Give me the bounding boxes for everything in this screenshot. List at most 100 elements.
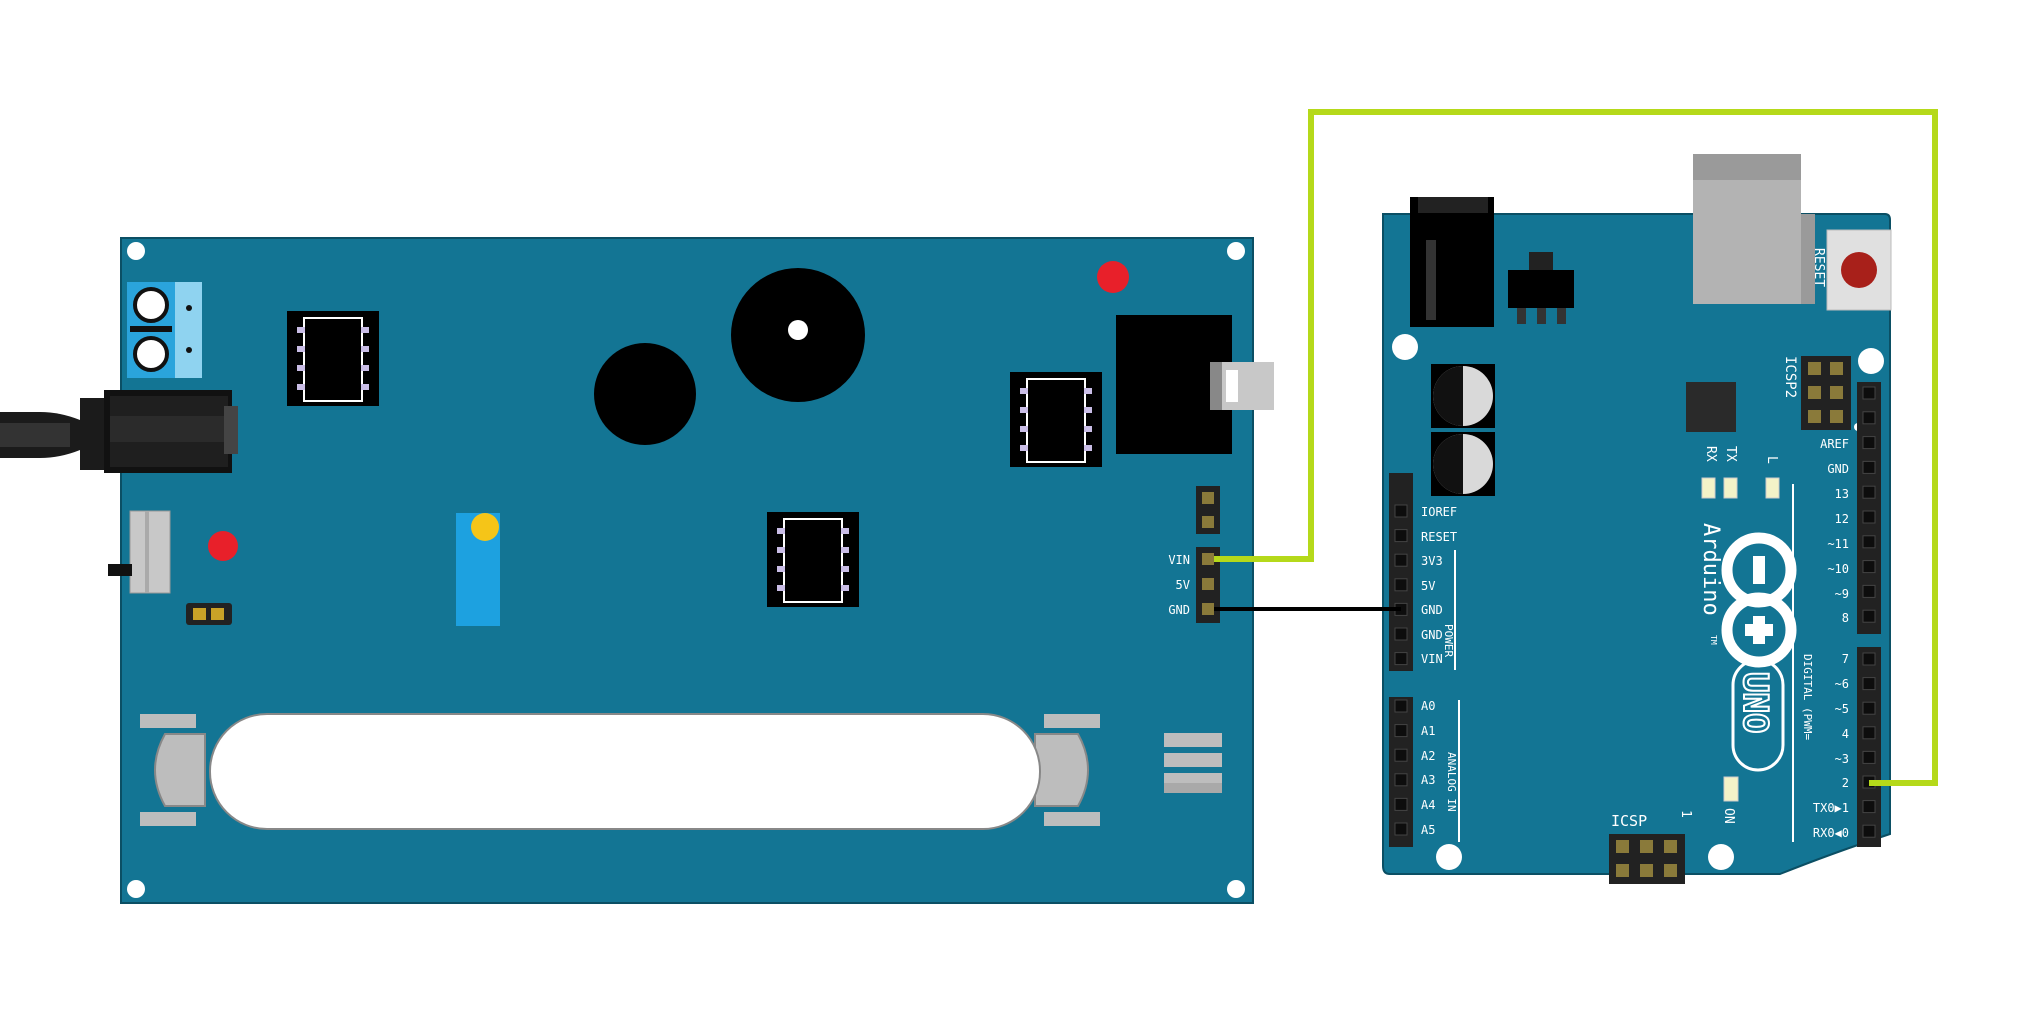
header-pin-socket <box>1394 578 1408 592</box>
digital-group-label: DIGITAL (PWM= <box>1801 654 1814 740</box>
rx-led <box>1701 477 1716 499</box>
header-pin-socket <box>1862 609 1876 623</box>
digital-pin-label: ~3 <box>1835 752 1849 766</box>
header-pin-socket <box>1394 652 1408 666</box>
arduino-analog-header: ANALOG IN <box>1389 697 1460 847</box>
red-led <box>208 531 238 561</box>
icsp2-header <box>1801 356 1851 430</box>
header-pin-socket <box>1862 460 1876 474</box>
uno-model: UNO <box>1735 672 1775 733</box>
audio-jack <box>1116 315 1274 454</box>
arduino-power-header: POWER <box>1389 473 1456 671</box>
arduino-tm: TM <box>1709 635 1718 645</box>
icsp2-label: ICSP2 <box>1782 356 1798 398</box>
header-pin-socket <box>1394 699 1408 713</box>
mounting-hole <box>1858 348 1884 374</box>
power-pin-label: 3V3 <box>1421 554 1443 568</box>
header-pin-socket <box>1862 584 1876 598</box>
electrolytic-capacitor <box>1431 432 1495 496</box>
dip-ic-2 <box>1010 372 1102 467</box>
usb-chip <box>1686 382 1736 432</box>
voltage-regulator <box>1508 252 1574 324</box>
digital-pin-label: ~9 <box>1835 587 1849 601</box>
power-pin-label: RESET <box>1421 530 1457 544</box>
digital-pin-label: 8 <box>1842 611 1849 625</box>
geiger-pin-label-vin: VIN <box>1168 553 1190 567</box>
digital-pin-label: RX0◀0 <box>1813 826 1849 840</box>
mounting-hole <box>1227 242 1245 260</box>
arduino-digital-header-top <box>1857 382 1881 634</box>
header-pin-socket <box>1862 750 1876 764</box>
mounting-hole <box>1227 880 1245 898</box>
digital-pin-label: ~5 <box>1835 702 1849 716</box>
header-pin-socket <box>1394 529 1408 543</box>
header-pin-socket <box>1862 677 1876 691</box>
analog-pin-label: A2 <box>1421 749 1435 763</box>
geiger-counter-board: VIN 5V GND <box>0 237 1274 904</box>
digital-pin-label: ~6 <box>1835 677 1849 691</box>
reset-button[interactable] <box>1826 229 1892 311</box>
l-led <box>1765 477 1780 499</box>
slide-switch <box>108 510 171 594</box>
heat-sink-pads <box>1164 733 1222 793</box>
electrolytic-capacitor <box>1431 364 1495 428</box>
header-pin-socket <box>1862 560 1876 574</box>
dip-ic-3 <box>767 512 859 607</box>
icsp-header <box>1609 834 1685 884</box>
analog-pin-label: A3 <box>1421 773 1435 787</box>
on-led-label: ON <box>1721 808 1736 824</box>
digital-pin-label: ~11 <box>1827 537 1849 551</box>
arduino-dc-jack <box>1410 197 1494 327</box>
power-pin-label: 5V <box>1421 579 1435 593</box>
geiger-pin-label-5v: 5V <box>1176 578 1190 592</box>
header-pin-socket <box>1862 386 1876 400</box>
digital-pin-label: 4 <box>1842 727 1849 741</box>
digital-pin-label: GND <box>1827 462 1849 476</box>
uno-badge: UNO <box>1731 658 1785 772</box>
power-group-label: POWER <box>1442 624 1455 657</box>
digital-pin-label: 7 <box>1842 652 1849 666</box>
digital-pin-label: 12 <box>1835 512 1849 526</box>
arduino-uno-board: RESET ICSP2 TX RX L Arduino TM <box>1382 154 1892 884</box>
header-pin-socket <box>1862 726 1876 740</box>
digital-pin-label: 2 <box>1842 776 1849 790</box>
arduino-logo <box>1721 532 1797 668</box>
on-led <box>1723 776 1739 802</box>
analog-pin-label: A4 <box>1421 798 1435 812</box>
power-pin-label: GND <box>1421 603 1443 617</box>
header-pin-socket <box>1394 627 1408 641</box>
analog-pin-label: A1 <box>1421 724 1435 738</box>
power-pin-label: IOREF <box>1421 505 1457 519</box>
digital-pin-label: TX0▶1 <box>1813 801 1849 815</box>
digital-pin-label: ~10 <box>1827 562 1849 576</box>
mounting-hole <box>1392 334 1418 360</box>
header-pin-socket <box>1862 824 1876 838</box>
screw-terminal-block <box>127 282 202 378</box>
jumper <box>186 603 232 625</box>
header-pin-socket <box>1394 504 1408 518</box>
icsp-label: ICSP <box>1611 812 1647 830</box>
header-pin-socket <box>1862 800 1876 814</box>
tx-led-label: TX <box>1723 446 1738 462</box>
header-pin-socket <box>1862 485 1876 499</box>
header-pin-socket <box>1394 773 1408 787</box>
mounting-hole <box>127 242 145 260</box>
power-pin-label: VIN <box>1421 652 1443 666</box>
tx-led <box>1723 477 1738 499</box>
header-pin-socket <box>1862 510 1876 524</box>
l-led-label: L <box>1764 456 1779 464</box>
wire-vin-to-d2[interactable] <box>1214 109 1938 786</box>
capacitor <box>594 343 696 445</box>
mounting-hole <box>127 880 145 898</box>
arduino-digital-header-bottom: DIGITAL (PWM= <box>1801 647 1881 847</box>
digital-pin-label: 13 <box>1835 487 1849 501</box>
header-2pin <box>1196 486 1220 534</box>
piezo-buzzer <box>731 268 865 402</box>
header-pin-socket <box>1862 436 1876 450</box>
arduino-brand: Arduino <box>1698 523 1723 616</box>
header-pin-socket <box>1394 797 1408 811</box>
header-pin-socket <box>1862 411 1876 425</box>
header-pin-socket <box>1862 701 1876 715</box>
trimmer-potentiometer <box>456 513 500 626</box>
